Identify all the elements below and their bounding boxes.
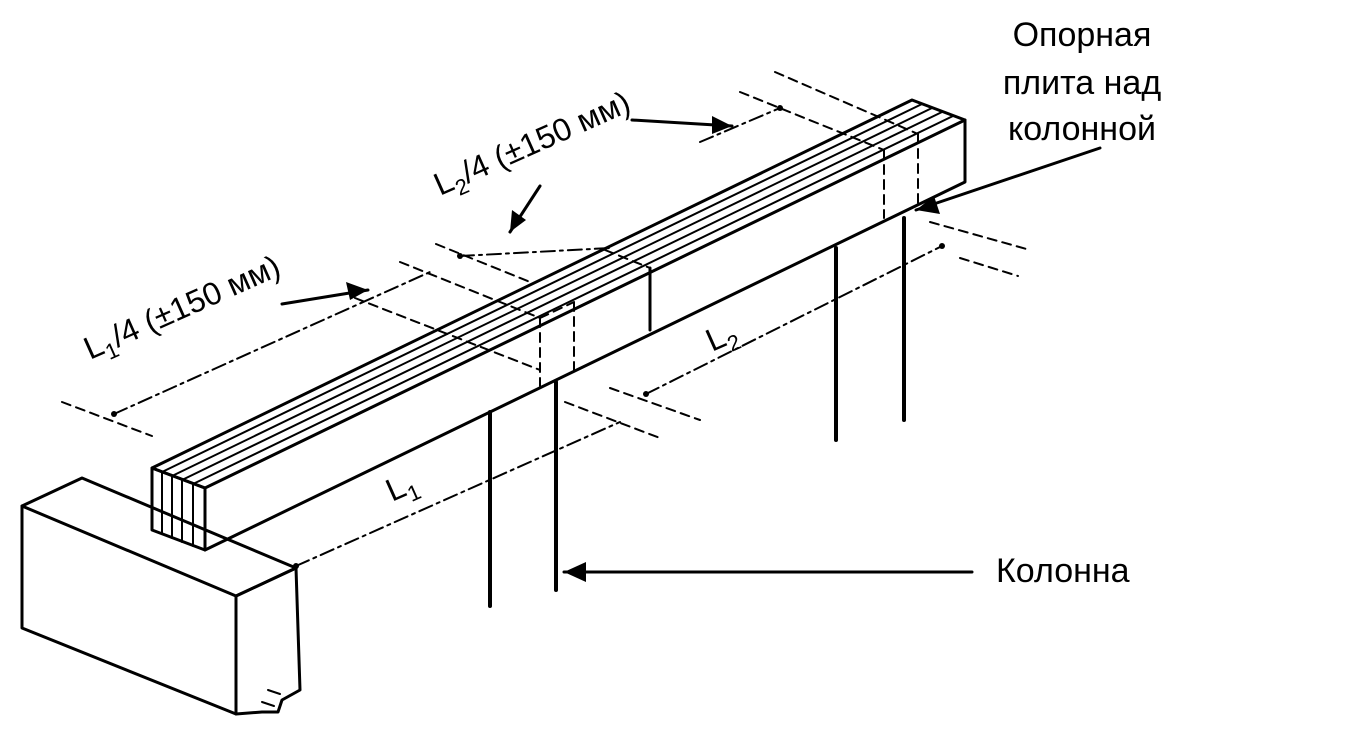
- dim-line-l2-span: [609, 221, 1031, 421]
- dim-line-l1-span: [293, 401, 661, 569]
- support-plate-line-2: плита над: [1003, 64, 1161, 102]
- support-plate-line-1: Опорная: [1013, 16, 1152, 54]
- svg-text:L1: L1: [380, 463, 425, 514]
- laminated-beam: [150, 98, 967, 552]
- support-plate-outlines: [539, 133, 919, 387]
- dim-line-l2-quarter: [435, 71, 919, 283]
- label-support-plate: Опорная плита над колонной: [1003, 16, 1161, 148]
- columns: [488, 216, 906, 608]
- label-l2-quarter: L2/4 (±150 мм): [428, 84, 638, 208]
- support-plate-line-3: колонной: [1008, 110, 1156, 148]
- l1-quarter-rest: /4 (±150 мм): [106, 248, 286, 354]
- label-column: Колонна: [996, 552, 1130, 590]
- label-l1-quarter: L1/4 (±150 мм): [78, 248, 288, 372]
- l2-quarter-rest: /4 (±150 мм): [456, 84, 636, 190]
- dim-line-l1-quarter: [61, 261, 541, 437]
- label-l1-span: L1: [380, 463, 425, 514]
- svg-text:L1/4 (±150 мм): L1/4 (±150 мм): [78, 248, 288, 372]
- svg-text:L2/4 (±150 мм): L2/4 (±150 мм): [428, 84, 638, 208]
- leader-arrows: [280, 116, 1102, 582]
